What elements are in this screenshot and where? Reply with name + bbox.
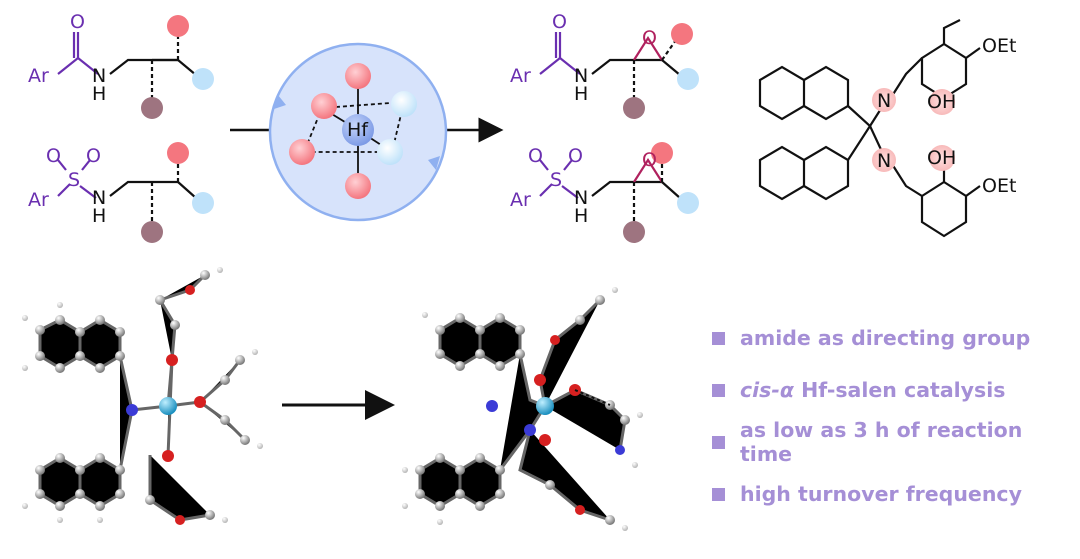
- substrate-sulfonamide: [57, 159, 197, 224]
- ar-label: Ar: [510, 189, 531, 211]
- ligand-ball-red: [289, 139, 315, 165]
- oet-label: OEt: [982, 175, 1016, 197]
- ligand-ball-blue: [377, 139, 403, 165]
- molecular-model-1: [38, 273, 247, 522]
- substrate-amide: [57, 32, 197, 100]
- sulfonyl-o1: O: [46, 145, 61, 167]
- imine-highlight: [872, 88, 896, 112]
- product-amide-epoxide: [539, 32, 681, 100]
- nitrogen-atom: [126, 404, 138, 416]
- r-group-mauve: [141, 221, 163, 243]
- oxygen-atom: [534, 374, 546, 386]
- phenol-highlight: [929, 145, 955, 171]
- feature-item: high turnover frequency: [712, 468, 1072, 520]
- feature-text: Hf-salen catalysis: [793, 378, 1006, 402]
- feature-item: cis-α Hf-salen catalysis: [712, 364, 1072, 416]
- imine-highlight: [872, 148, 896, 172]
- oxygen-atom: [162, 450, 174, 462]
- sulfonyl-o2: O: [86, 145, 101, 167]
- oxygen-atom: [539, 434, 551, 446]
- imine-n: N: [877, 150, 891, 172]
- r-group-blue: [677, 68, 699, 90]
- hafnium-atom: [159, 397, 177, 415]
- nh-n: N: [92, 65, 106, 87]
- r-group-blue: [677, 192, 699, 214]
- r-group-mauve: [141, 97, 163, 119]
- feature-list: amide as directing group cis-α Hf-salen …: [712, 312, 1072, 520]
- substrate-amide-atoms: Ar O N H: [28, 11, 214, 119]
- feature-item: amide as directing group: [712, 312, 1072, 364]
- ar-label: Ar: [510, 65, 531, 87]
- salen-ligand: [758, 19, 981, 238]
- ligand-ball-red: [311, 93, 337, 119]
- substrate-sulfonamide-atoms: Ar S O O N H: [28, 142, 214, 243]
- product-sulfonamide-atoms: Ar S O O O N H: [510, 142, 699, 243]
- bullet-square-icon: [712, 487, 725, 501]
- nh-h: H: [92, 205, 106, 227]
- feature-item: as low as 3 h of reaction time: [712, 416, 1072, 468]
- molecular-model-2-atoms: [402, 287, 643, 531]
- nh-n: N: [92, 187, 106, 209]
- r-group-mauve: [623, 97, 645, 119]
- bullet-square-icon: [712, 331, 725, 345]
- nitrogen-atom: [524, 424, 536, 436]
- r-group-blue: [192, 68, 214, 90]
- epoxide-o: O: [642, 27, 657, 49]
- ar-label: Ar: [28, 65, 49, 87]
- r-group-red: [167, 15, 189, 37]
- ligand-ball-red: [345, 173, 371, 199]
- catalyst-circle: Hf: [268, 42, 448, 222]
- sulfonyl-o1: O: [528, 145, 543, 167]
- product-amide-atoms: Ar O O N H: [510, 11, 699, 119]
- oet-label: OEt: [982, 35, 1016, 57]
- sulfur-s: S: [550, 169, 562, 191]
- sulfonyl-o2: O: [568, 145, 583, 167]
- nh-n: N: [574, 65, 588, 87]
- imine-n: N: [877, 90, 891, 112]
- salen-ligand-atoms: N N OH OH OEt OEt: [872, 35, 1016, 197]
- ligand-ball-red: [345, 63, 371, 89]
- oxygen-atom: [166, 354, 178, 366]
- nh-h: H: [574, 205, 588, 227]
- feature-italic: cis-α: [740, 378, 794, 402]
- nitrogen-atom: [486, 400, 498, 412]
- sulfur-s: S: [68, 169, 80, 191]
- r-group-mauve: [623, 221, 645, 243]
- ar-label: Ar: [28, 189, 49, 211]
- oh-label: OH: [927, 91, 956, 113]
- oxygen-atom: [194, 396, 206, 408]
- feature-text: as low as 3 h of reaction time: [740, 418, 1023, 466]
- r-group-red: [167, 142, 189, 164]
- epoxide-o: O: [642, 149, 657, 171]
- hf-label: Hf: [347, 119, 369, 141]
- nh-n: N: [574, 187, 588, 209]
- ligand-ball-blue: [391, 91, 417, 117]
- feature-text: amide as directing group: [740, 326, 1031, 350]
- nh-h: H: [574, 83, 588, 105]
- bullet-square-icon: [712, 383, 725, 397]
- hafnium-atom: [536, 397, 554, 415]
- product-sulfonamide-epoxide: [539, 157, 681, 224]
- oh-label: OH: [927, 147, 956, 169]
- carbonyl-o: O: [552, 11, 567, 33]
- phenol-highlight: [929, 89, 955, 115]
- molecular-model-1-atoms: [22, 267, 263, 525]
- hafnium-center: [342, 114, 374, 146]
- r-group-blue: [192, 192, 214, 214]
- nh-h: H: [92, 83, 106, 105]
- feature-text: high turnover frequency: [740, 482, 1022, 506]
- r-group-red: [651, 142, 673, 164]
- r-group-red: [671, 23, 693, 45]
- carbonyl-o: O: [70, 11, 85, 33]
- bullet-square-icon: [712, 435, 725, 449]
